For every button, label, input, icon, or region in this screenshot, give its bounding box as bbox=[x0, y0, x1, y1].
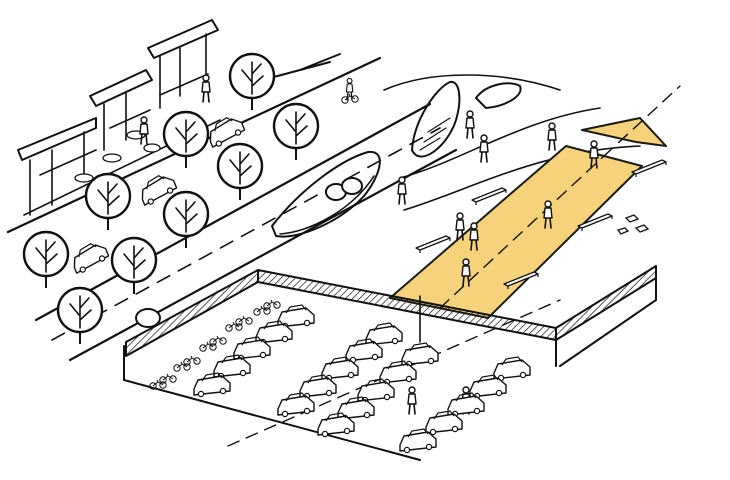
storefront-building-row bbox=[17, 19, 221, 216]
outdoor-cafe-seating bbox=[74, 74, 211, 183]
yellow-pedestrian-promenade bbox=[389, 145, 643, 319]
boulders bbox=[135, 177, 650, 328]
direction-arrow bbox=[581, 85, 681, 157]
landscaped-planter-islands bbox=[271, 74, 641, 238]
elevated-deck-edge bbox=[123, 265, 657, 461]
cyclist bbox=[341, 77, 359, 104]
parking-lot bbox=[193, 299, 561, 454]
street-tree-row bbox=[22, 52, 320, 346]
